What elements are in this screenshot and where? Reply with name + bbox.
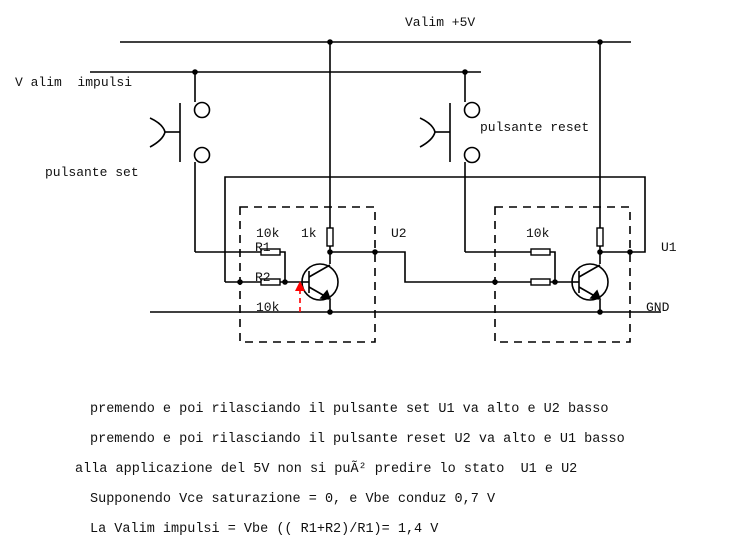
note-line: premendo e poi rilasciando il pulsante s… [90,402,609,417]
label-pulsante-reset: pulsante reset [480,120,589,135]
label-pulsante-set: pulsante set [45,165,139,180]
switch-reset [419,101,481,164]
note-line: premendo e poi rilasciando il pulsante r… [90,432,625,447]
wire-u2-cross [330,251,531,283]
transistor-right [571,263,609,301]
wire [550,251,556,282]
resistor-1k-left [326,227,334,247]
label-v-alim-impulsi: V alim impulsi [15,75,132,90]
label-r2: R2 [255,270,271,285]
note-line: La Valim impulsi = Vbe (( R1+R2)/R1)= 1,… [90,522,439,537]
resistor-right-bottom [530,278,551,286]
module-box-right [494,206,631,343]
note-line: Supponendo Vce saturazione = 0, e Vbe co… [90,492,496,507]
label-r2-value: 10k [256,300,280,315]
resistor-r1 [260,248,281,256]
label-r-right: 10k [526,226,550,241]
module-box-left [239,206,376,343]
wire [280,251,286,282]
label-rc-left: 1k [301,226,317,241]
label-r1-value: 10k [256,226,280,241]
label-u2: U2 [391,226,407,241]
resistor-right-top [530,248,551,256]
note-line: alla applicazione del 5V non si puÃ² pre… [75,462,578,477]
label-r1: R1 [255,240,271,255]
transistor-left [301,263,339,301]
label-u1: U1 [661,240,677,255]
resistor-1k-right [596,227,604,247]
vbe-arrow [295,281,305,312]
resistor-r2 [260,278,281,286]
switch-set [149,101,211,164]
label-gnd: GND [646,300,670,315]
label-valim-5v: Valim +5V [405,15,475,30]
junction-dots [192,39,633,315]
